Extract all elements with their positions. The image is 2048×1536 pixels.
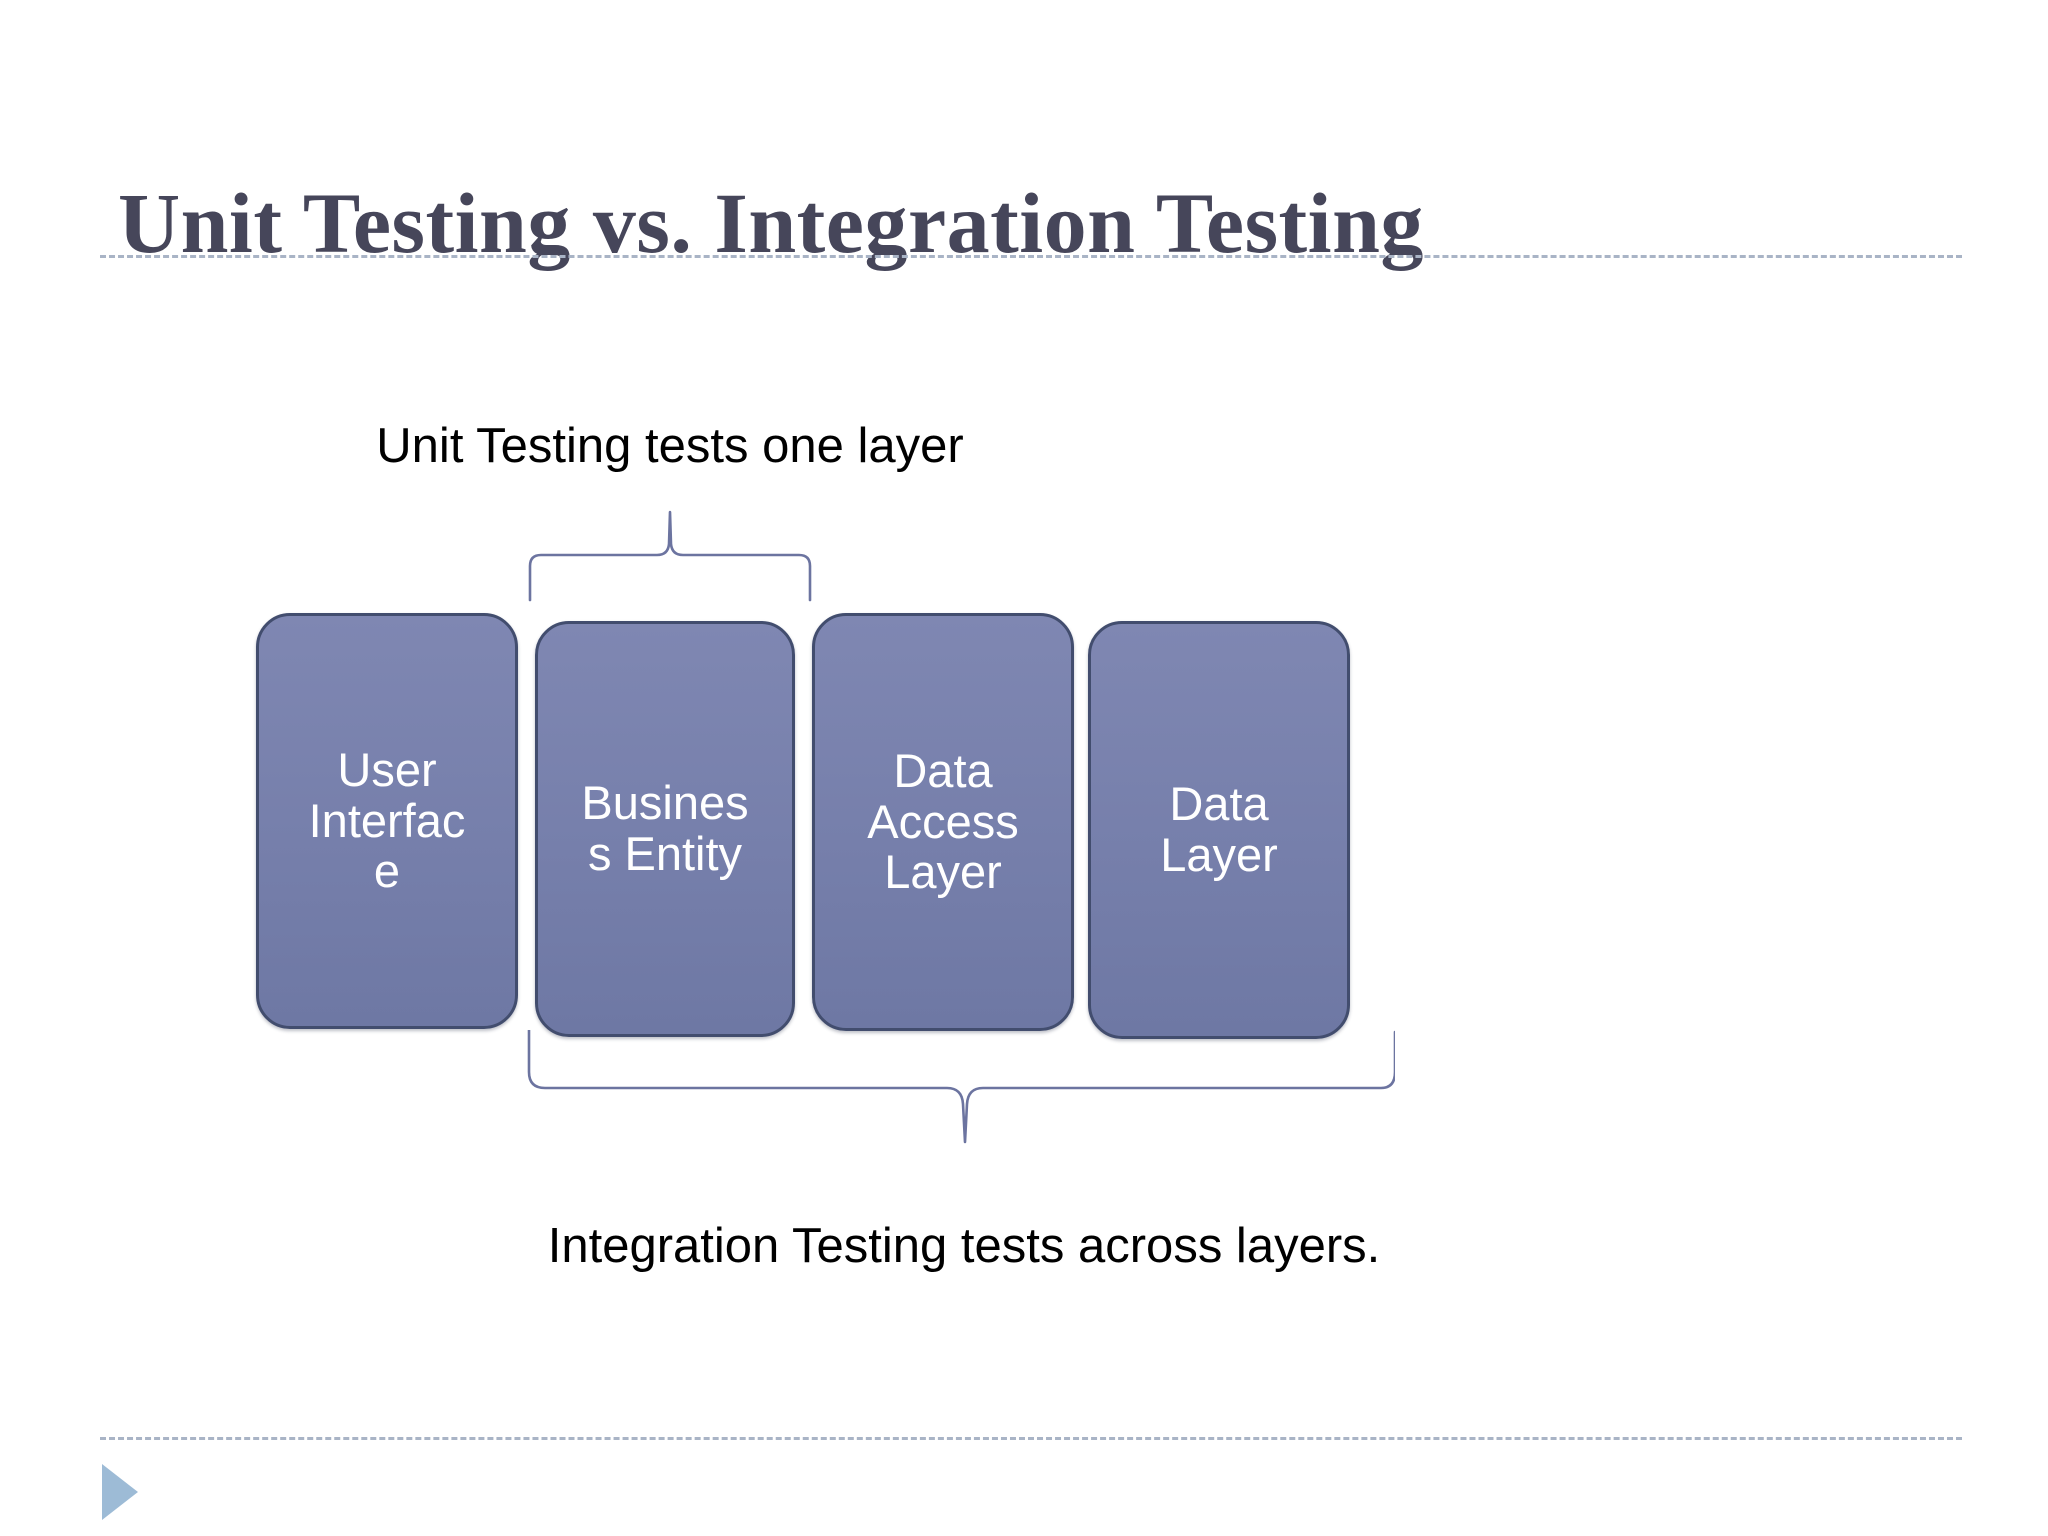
title-divider-top [100,255,1962,258]
layer-box-data-access-layer[interactable]: Data Access Layer [812,613,1074,1031]
layer-box-user-interface[interactable]: User Interfac e [256,613,518,1029]
unit-testing-caption: Unit Testing tests one layer [376,419,964,473]
integration-testing-caption: Integration Testing tests across layers. [547,1219,1381,1273]
layer-box-business-entity[interactable]: Busines s Entity [535,621,795,1037]
layer-box-data-layer[interactable]: Data Layer [1088,621,1350,1039]
layer-label: Busines s Entity [581,776,749,880]
layer-label: User Interfac e [308,742,466,898]
layer-label: Data Access Layer [867,743,1019,899]
integration-testing-brace-icon [527,1030,1395,1144]
unit-testing-brace-icon [528,510,812,602]
play-triangle-icon[interactable] [102,1464,138,1520]
footer-divider [100,1437,1962,1440]
layer-label: Data Layer [1160,777,1278,881]
page-title: Unit Testing vs. Integration Testing [118,174,1424,271]
